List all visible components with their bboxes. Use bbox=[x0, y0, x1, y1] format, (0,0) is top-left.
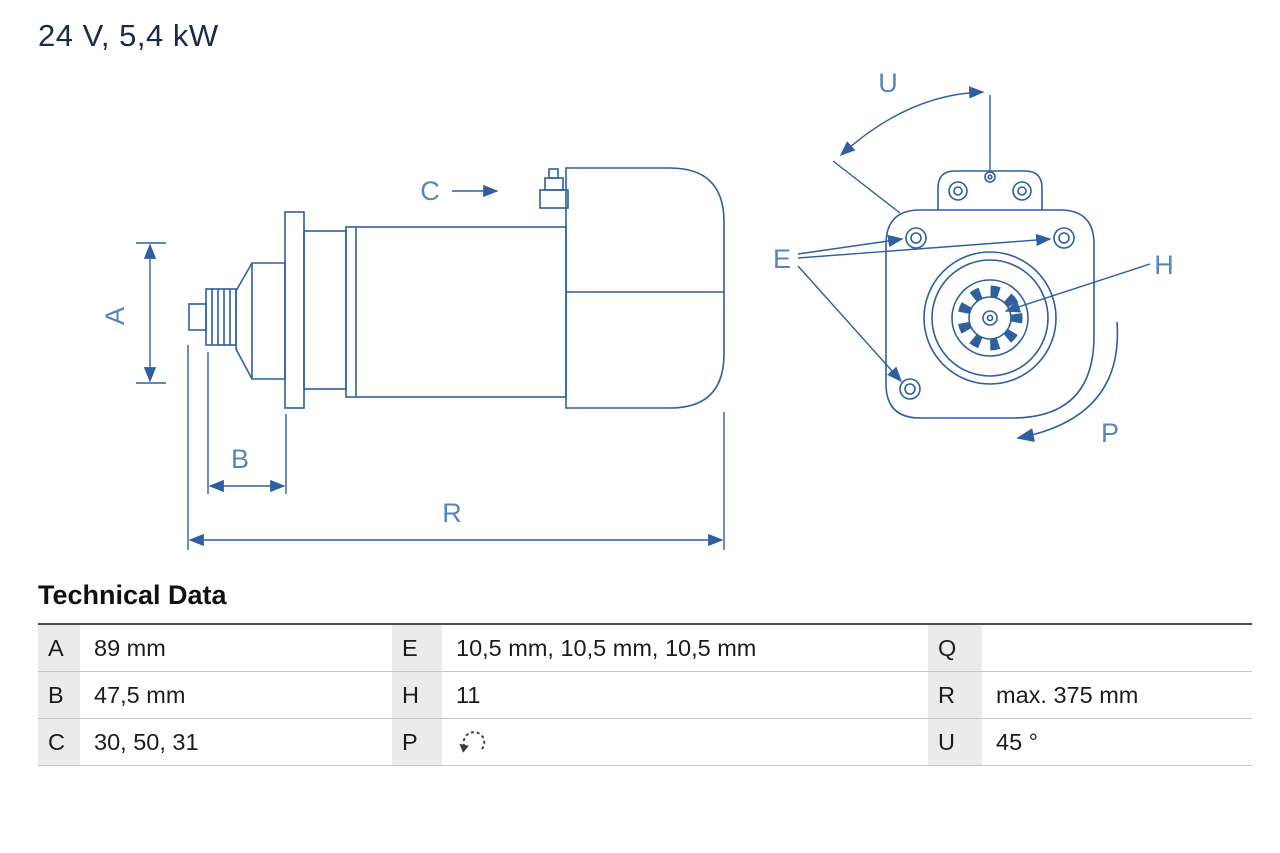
cell-value-p bbox=[442, 718, 928, 766]
dim-label-c: C bbox=[420, 176, 440, 206]
table-row-2: B 47,5 mm H 11 R max. 375 mm bbox=[38, 671, 1252, 719]
mounting-flange bbox=[284, 211, 305, 409]
cell-label-u: U bbox=[928, 718, 982, 766]
cell-label-p: P bbox=[392, 718, 442, 766]
dim-label-u: U bbox=[878, 68, 898, 98]
dimension-r bbox=[187, 345, 725, 550]
dim-label-h: H bbox=[1154, 250, 1174, 280]
front-view-drawing bbox=[885, 170, 1095, 419]
cell-value-q bbox=[982, 624, 1252, 672]
cell-label-a: A bbox=[38, 624, 80, 672]
motor-body bbox=[345, 226, 567, 398]
top-center-hole bbox=[984, 171, 996, 183]
cell-value-b: 47,5 mm bbox=[80, 671, 392, 719]
side-view-drawing bbox=[188, 167, 725, 409]
dim-arrow-h bbox=[1004, 263, 1151, 313]
cell-value-r: max. 375 mm bbox=[982, 671, 1252, 719]
cell-label-r: R bbox=[928, 671, 982, 719]
cell-value-a: 89 mm bbox=[80, 624, 392, 672]
technical-data-table: A 89 mm E 10,5 mm, 10,5 mm, 10,5 mm Q B … bbox=[38, 623, 1252, 766]
drive-housing bbox=[235, 262, 286, 380]
cell-label-h: H bbox=[392, 671, 442, 719]
pinion-root bbox=[968, 296, 1012, 340]
rotation-direction-arc bbox=[1016, 321, 1119, 442]
cell-label-c: C bbox=[38, 718, 80, 766]
flange-outline bbox=[885, 209, 1095, 419]
cell-value-u: 45 ° bbox=[982, 718, 1252, 766]
cell-value-e: 10,5 mm, 10,5 mm, 10,5 mm bbox=[442, 624, 928, 672]
table-row-1: A 89 mm E 10,5 mm, 10,5 mm, 10,5 mm Q bbox=[38, 624, 1252, 672]
dimension-a bbox=[136, 242, 166, 384]
bearing-ring-inner bbox=[931, 259, 1049, 377]
cell-label-q: Q bbox=[928, 624, 982, 672]
cell-label-b: B bbox=[38, 671, 80, 719]
dim-label-p: P bbox=[1101, 418, 1119, 448]
technical-data-heading: Technical Data bbox=[38, 580, 227, 610]
dim-label-r: R bbox=[442, 498, 462, 528]
pinion-teeth bbox=[957, 285, 1023, 351]
table-row-3: C 30, 50, 31 P U 45 ° bbox=[38, 718, 1252, 766]
dimension-b bbox=[207, 352, 287, 494]
pinion-gear bbox=[205, 288, 237, 346]
cell-value-h: 11 bbox=[442, 671, 928, 719]
front-bearing-housing bbox=[303, 230, 347, 390]
dim-label-e: E bbox=[773, 244, 791, 274]
pinion-hub-hole bbox=[982, 310, 998, 326]
technical-data-section: Technical Data A 89 mm E 10,5 mm, 10,5 m… bbox=[38, 580, 1252, 766]
dim-label-a: A bbox=[100, 307, 130, 325]
pinion-bore bbox=[951, 279, 1029, 357]
rotation-ccw-icon bbox=[456, 727, 490, 757]
solenoid bbox=[565, 167, 725, 409]
bearing-ring-outer bbox=[923, 251, 1057, 385]
terminal-stud bbox=[539, 168, 569, 209]
cell-label-e: E bbox=[392, 624, 442, 672]
dimension-u bbox=[832, 86, 991, 214]
shaft-end bbox=[188, 303, 207, 331]
dim-arrows-e bbox=[797, 233, 1052, 383]
dim-label-b: B bbox=[231, 444, 249, 474]
page-title: 24 V, 5,4 kW bbox=[38, 18, 219, 53]
starter-motor-technical-drawing: A B C R bbox=[100, 68, 1174, 550]
mounting-holes bbox=[899, 227, 1075, 400]
cell-value-c: 30, 50, 31 bbox=[80, 718, 392, 766]
